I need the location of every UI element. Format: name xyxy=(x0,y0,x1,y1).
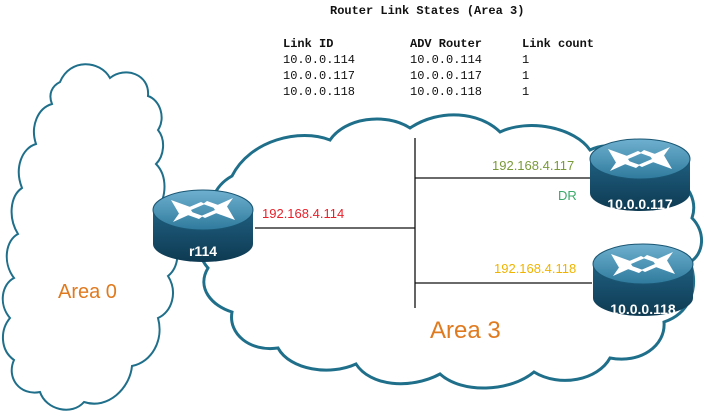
lsdb-row-2-link-id: 10.0.0.117 xyxy=(283,69,355,83)
lsdb-row-1-link-id: 10.0.0.114 xyxy=(283,53,355,67)
r114-name-label: r114 xyxy=(189,243,217,259)
lsdb-row-1-adv-router: 10.0.0.114 xyxy=(410,53,482,67)
router-r114[interactable]: r114 xyxy=(152,189,254,262)
r114-ip-label: 192.168.4.114 xyxy=(262,206,344,221)
r117-role-label: DR xyxy=(558,188,577,203)
lsdb-header-link-count: Link count xyxy=(522,37,594,51)
r117-ip-label: 192.168.4.117 xyxy=(492,158,574,173)
area3-label: Area 3 xyxy=(430,317,501,344)
lsdb-row-3-adv-router: 10.0.0.118 xyxy=(410,85,482,99)
r118-name-label: 10.0.0.118 xyxy=(610,301,676,317)
lsdb-header-link-id: Link ID xyxy=(283,37,333,51)
router-arrows-icon xyxy=(608,147,672,171)
router-r118[interactable]: 10.0.0.118 xyxy=(592,243,694,317)
r117-name-label: 10.0.0.117 xyxy=(607,196,673,212)
area0-label: Area 0 xyxy=(58,281,117,303)
lsdb-header-adv-router: ADV Router xyxy=(410,37,482,51)
lsdb-row-3-link-id: 10.0.0.118 xyxy=(283,85,355,99)
r118-ip-label: 192.168.4.118 xyxy=(494,261,576,276)
lsdb-row-3-link-count: 1 xyxy=(522,85,529,99)
area0-cloud xyxy=(1,63,179,411)
lsdb-row-2-link-count: 1 xyxy=(522,69,529,83)
router-arrows-icon xyxy=(171,198,235,222)
router-arrows-icon xyxy=(611,252,675,276)
lsdb-row-1-link-count: 1 xyxy=(522,53,529,67)
router-r117[interactable]: 10.0.0.117 xyxy=(589,138,691,212)
lsdb-title: Router Link States (Area 3) xyxy=(330,4,524,18)
area3-cloud xyxy=(198,113,703,390)
lsdb-row-2-adv-router: 10.0.0.117 xyxy=(410,69,482,83)
